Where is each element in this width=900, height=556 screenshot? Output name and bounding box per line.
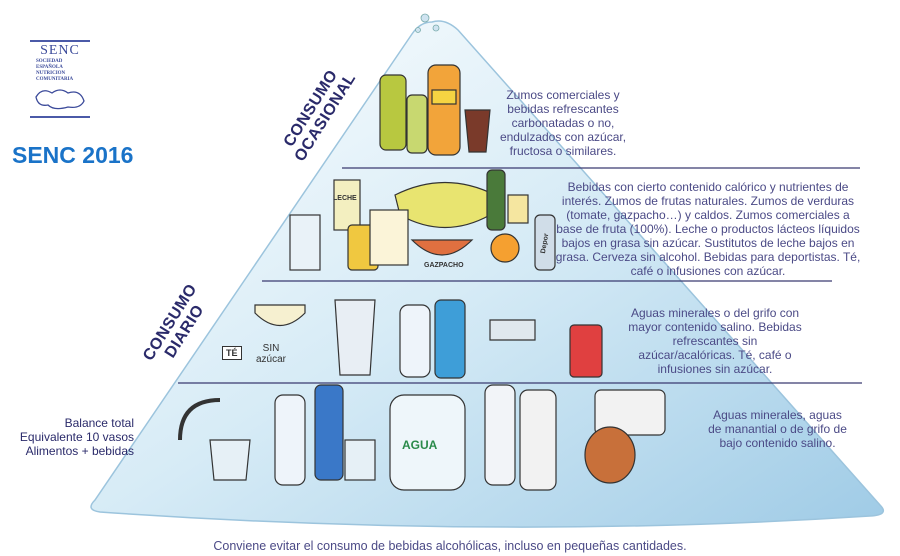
- balance-note: Balance total Equivalente 10 vasos Alime…: [10, 416, 134, 458]
- logo-line: SOCIEDAD: [36, 59, 63, 64]
- occasional-description: Zumos comerciales y bebidas refrescantes…: [499, 88, 627, 158]
- logo-acronym: SENC: [40, 43, 80, 58]
- logo-line: ESPAÑOLA: [36, 65, 63, 70]
- senc-logo: SENC SOCIEDAD ESPAÑOLA NUTRICION COMUNIT…: [30, 40, 90, 118]
- balance-line: Equivalente 10 vasos: [19, 430, 134, 444]
- label-line: azúcar: [256, 354, 287, 365]
- tier2-description: Bebidas con cierto contenido calórico y …: [555, 180, 861, 278]
- low-mineral-water-drawing: [178, 384, 666, 491]
- base-description: Aguas minerales, aguas de manantial o de…: [708, 408, 847, 450]
- edition-title: SENC 2016: [12, 142, 134, 168]
- sugary-drinks-drawing: [379, 64, 491, 156]
- gazpacho-label: GAZPACHO: [424, 262, 464, 269]
- balance-line: Balance total: [64, 416, 134, 430]
- caloric-drinks-drawing: [289, 169, 556, 271]
- alcohol-warning-footer: Conviene evitar el consumo de bebidas al…: [213, 539, 687, 553]
- logo-emblem-icon: [35, 89, 85, 110]
- tier3-description: Aguas minerales o del grifo con mayor co…: [628, 306, 802, 376]
- water-tea-coffee-drawing: [254, 299, 603, 379]
- logo-line: COMUNITARIA: [36, 77, 74, 82]
- tea-tag: TÉ: [222, 346, 242, 360]
- sin-azucar-label: SIN azúcar: [256, 343, 286, 365]
- milk-label: LECHE: [333, 195, 357, 202]
- water-jug-label: AGUA: [402, 438, 438, 452]
- label-line: SIN: [262, 343, 280, 354]
- balance-line: Alimentos + bebidas: [25, 444, 134, 458]
- logo-line: NUTRICION: [36, 71, 66, 76]
